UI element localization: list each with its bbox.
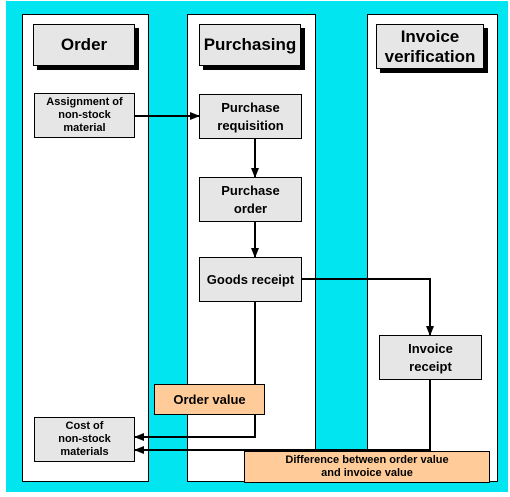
lane-invoice-verification bbox=[367, 14, 498, 482]
box-invoice-receipt-label: Invoice receipt bbox=[408, 340, 453, 374]
note-order-value: Order value bbox=[154, 384, 265, 415]
lane-header-invoice-verification: Invoice verification bbox=[376, 24, 484, 69]
note-difference-label: Difference between order value and invoi… bbox=[285, 454, 449, 479]
box-invoice-receipt: Invoice receipt bbox=[379, 335, 482, 380]
box-cost-label: Cost of non-stock materials bbox=[58, 420, 111, 458]
lane-header-purchasing: Purchasing bbox=[199, 24, 301, 66]
arrow-invoice-receipt-to-cost bbox=[134, 380, 431, 454]
box-assignment-of-non-stock-material: Assignment of non-stock material bbox=[34, 93, 135, 138]
box-purchase-requisition: Purchase requisition bbox=[199, 94, 302, 139]
box-purchase-order: Purchase order bbox=[199, 177, 302, 222]
lane-order bbox=[22, 14, 149, 482]
note-difference: Difference between order value and invoi… bbox=[244, 451, 490, 483]
arrow-goods-receipt-to-invoice-receipt bbox=[302, 278, 434, 336]
note-order-value-label: Order value bbox=[173, 391, 246, 407]
box-purchase-requisition-label: Purchase requisition bbox=[217, 99, 284, 133]
box-purchase-order-label: Purchase order bbox=[221, 182, 280, 216]
box-assignment-label: Assignment of non-stock material bbox=[46, 96, 123, 134]
lane-header-order: Order bbox=[33, 24, 135, 66]
box-goods-receipt: Goods receipt bbox=[199, 257, 302, 302]
arrow-goods-receipt-to-cost bbox=[134, 302, 256, 441]
box-cost-of-non-stock-materials: Cost of non-stock materials bbox=[34, 417, 135, 462]
lane-header-invoice-verification-label: Invoice verification bbox=[384, 26, 476, 66]
lane-header-order-label: Order bbox=[60, 35, 108, 54]
box-goods-receipt-label: Goods receipt bbox=[206, 271, 295, 287]
lane-header-purchasing-label: Purchasing bbox=[203, 35, 297, 54]
